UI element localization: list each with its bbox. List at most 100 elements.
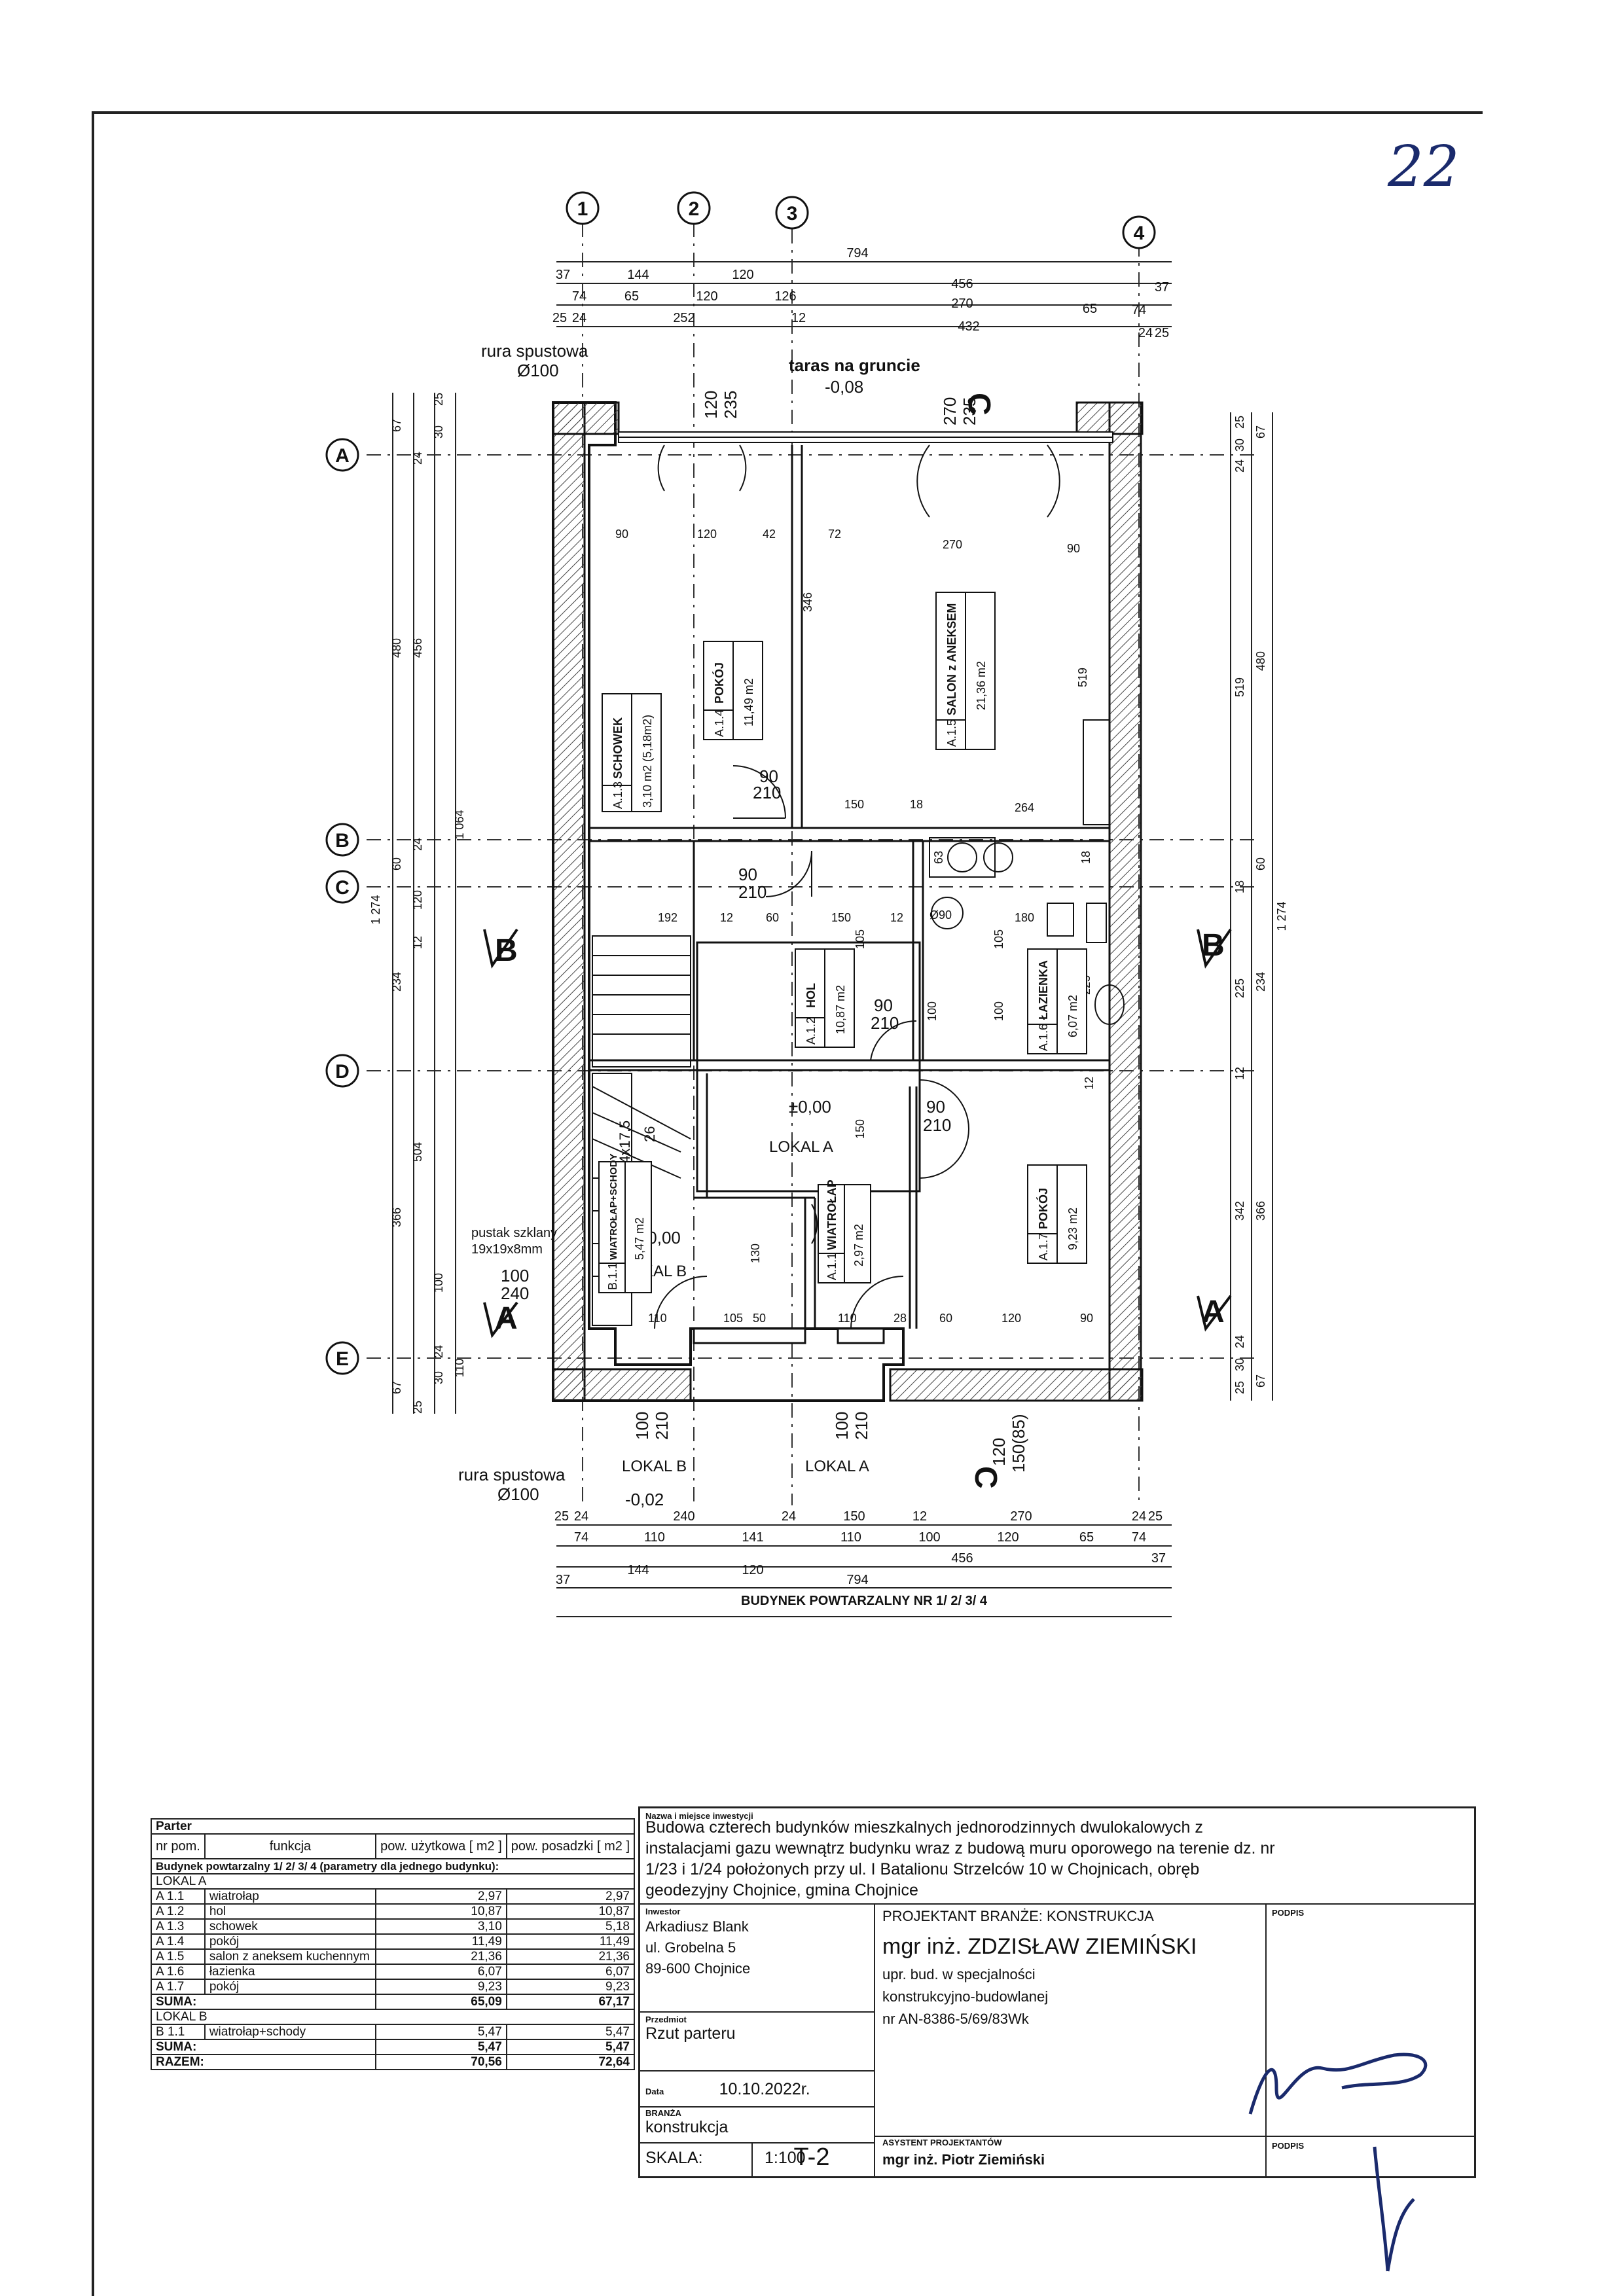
cell: 9,23 xyxy=(505,1979,636,1995)
sheet-border xyxy=(92,111,1483,2296)
terrace-level: -0,08 xyxy=(825,377,863,397)
cell: A 1.7 xyxy=(151,1979,206,1995)
interior-dim: 100 xyxy=(992,1001,1005,1021)
cell: SUMA: xyxy=(150,1994,377,2010)
side-dimension-lines xyxy=(392,393,1273,1414)
cell: A 1.3 xyxy=(151,1918,206,1935)
cell: 5,47 xyxy=(375,2039,507,2055)
right-dim: 25 xyxy=(1233,1381,1246,1394)
interior-dim: 12 xyxy=(890,911,903,924)
cell: 6,07 xyxy=(375,1964,507,1980)
investor-city: 89-600 Chojnice xyxy=(645,1960,751,1977)
cell: 10,87 xyxy=(375,1903,507,1920)
interior-dim: 50 xyxy=(753,1312,766,1325)
section-markers: B B A A C C xyxy=(483,393,1232,1489)
interior-dim: 105 xyxy=(992,929,1005,949)
door-size: 90 xyxy=(738,865,757,884)
right-dim: 225 xyxy=(1233,978,1246,998)
top-dim: 12 xyxy=(791,311,806,325)
bottom-dim: 37 xyxy=(556,1573,570,1587)
door-size: 210 xyxy=(753,783,781,802)
cell: pokój xyxy=(204,1933,377,1950)
cell: 72,64 xyxy=(505,2054,636,2070)
investor-name: Arkadiusz Blank xyxy=(645,1918,749,1935)
scale-value: 1:100 xyxy=(765,2149,806,2167)
signature-label-2: PODPIS xyxy=(1272,2141,1305,2151)
project-label: Nazwa i miejsce inwestycji xyxy=(645,1811,753,1821)
downpipe-diameter-bottom: Ø100 xyxy=(497,1484,539,1504)
designer-license-2: konstrukcyjno-budowlanej xyxy=(882,1988,1049,2005)
interior-dim: 264 xyxy=(1015,801,1034,814)
axis-label-4: 4 xyxy=(1134,223,1145,244)
section-a-left: A xyxy=(495,1301,518,1336)
project-section: Nazwa i miejsce inwestycji Budowa cztere… xyxy=(645,1811,1470,1901)
interior-dim: 150 xyxy=(831,911,851,924)
interior-dim: 18 xyxy=(910,798,923,811)
top-dim: 74 xyxy=(572,289,586,304)
room-area: 9,23 m2 xyxy=(1066,1208,1079,1250)
project-line-2: instalacjami gazu wewnątrz budynku wraz … xyxy=(645,1839,1275,1857)
designer-name: mgr inż. ZDZISŁAW ZIEMIŃSKI xyxy=(882,1934,1197,1959)
interior-dim: 519 xyxy=(1076,668,1089,687)
interior-dim: 192 xyxy=(658,911,677,924)
interior-dim: 100 xyxy=(926,1001,939,1021)
bottom-dim: 12 xyxy=(912,1509,927,1524)
interior-dim: 63 xyxy=(932,851,945,864)
table-title: Parter xyxy=(151,1818,635,1835)
downpipe-label-top: rura spustowa xyxy=(481,341,588,361)
left-dim: 25 xyxy=(432,393,445,406)
branch-value: konstrukcja xyxy=(645,2118,729,2136)
cell: pokój xyxy=(204,1979,377,1995)
room-name: ŁAZIENKA xyxy=(1037,960,1050,1020)
left-dim: 366 xyxy=(390,1208,403,1227)
bottom-dim: 456 xyxy=(951,1551,973,1566)
left-dim: 30 xyxy=(432,425,445,439)
bottom-dim: 141 xyxy=(742,1530,763,1545)
lokal-a-row: LOKAL A xyxy=(151,1873,635,1890)
room-tag-a13: A.1.3 SCHOWEK 3,10 m2 (5,18m2) xyxy=(602,693,662,812)
top-dim: 25 xyxy=(1155,326,1169,340)
interior-dim: 72 xyxy=(828,528,841,541)
top-dimensions: 794 37 144 120 456 37 74 65 120 126 270 … xyxy=(552,246,1169,340)
designer-license-1: upr. bud. w specjalności xyxy=(882,1966,1036,1982)
room-name: WIATROŁAP xyxy=(825,1179,839,1250)
top-dim: 74 xyxy=(1132,303,1146,317)
scale-label: SKALA: xyxy=(645,2149,703,2167)
interior-dim: 130 xyxy=(749,1244,762,1263)
section-b-right: B xyxy=(1202,928,1225,963)
door-size: 210 xyxy=(871,1013,899,1033)
right-dimensions: 25 30 24 67 519 480 60 18 225 234 1 274 … xyxy=(1233,416,1288,1394)
room-tag-a14: A.1.4 POKÓJ 11,49 m2 xyxy=(703,641,763,740)
bottom-dim: 270 xyxy=(1010,1509,1032,1524)
left-dim: 120 xyxy=(411,890,424,910)
interior-dim: 42 xyxy=(763,528,776,541)
cell: 5,47 xyxy=(505,2024,636,2040)
left-dim: 25 xyxy=(411,1401,424,1414)
lokal-b-entry: LOKAL B xyxy=(622,1458,687,1475)
bottom-dim: 120 xyxy=(997,1530,1019,1545)
left-dimensions: 67 25 30 24 480 456 60 24 12 1 064 1 274… xyxy=(369,393,466,1414)
bathroom-fixtures xyxy=(929,719,1125,1025)
signature-mark xyxy=(1248,2053,1428,2272)
cell: 2,97 xyxy=(505,1888,636,1905)
door-size: 90 xyxy=(759,766,778,786)
door-size: 210 xyxy=(738,882,767,902)
bottom-dim: 120 xyxy=(742,1563,763,1577)
interior-dim: 60 xyxy=(766,911,779,924)
room-code: A.1.4 xyxy=(713,709,726,737)
room-name: POKÓJ xyxy=(1036,1188,1050,1229)
cell: 3,10 xyxy=(375,1918,507,1935)
top-dim: 65 xyxy=(624,289,639,304)
axis-label-a: A xyxy=(335,445,350,467)
right-dim: 519 xyxy=(1233,677,1246,697)
level-a: ±0,00 xyxy=(789,1097,831,1117)
interior-dim: 150 xyxy=(844,798,864,811)
bottom-dim: 144 xyxy=(627,1563,649,1577)
date-section: Data 10.10.2022r. xyxy=(645,2080,871,2099)
interior-dim: 270 xyxy=(943,538,962,551)
bottom-dim: 25 xyxy=(554,1509,569,1524)
door-swings xyxy=(654,444,1060,1329)
